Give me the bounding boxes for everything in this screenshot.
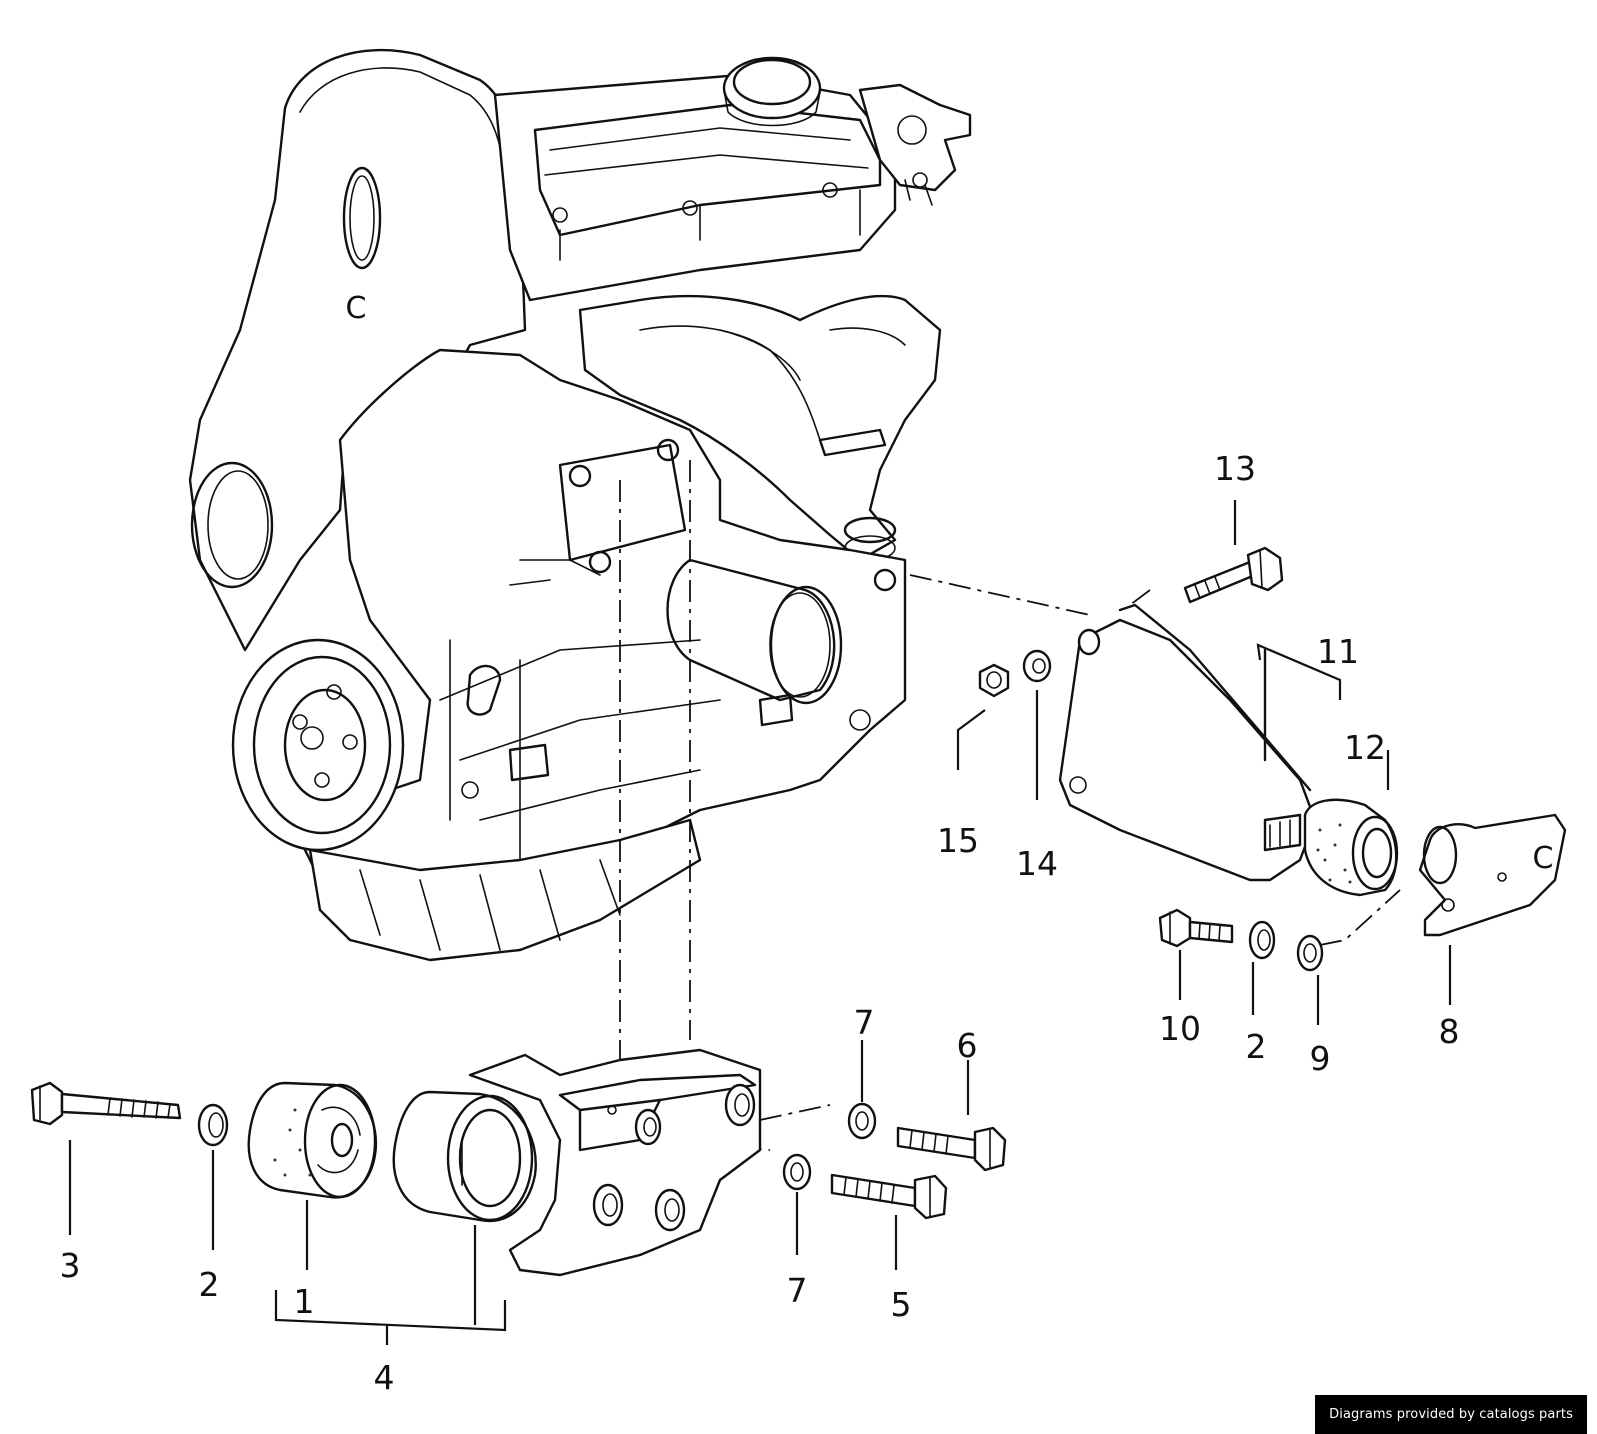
part-label-2-right: 2 — [1246, 1027, 1267, 1066]
bracket-mark-c: C — [1533, 841, 1554, 876]
credit-badge: Diagrams provided by catalogs parts — [1315, 1395, 1587, 1434]
bolt-part-10 — [1158, 908, 1234, 948]
cover-mark-c: C — [346, 291, 367, 326]
part-number-labels: 3 2 1 4 7 7 5 6 13 15 14 11 12 10 2 9 8 — [60, 449, 1460, 1397]
front-mount-assembly — [30, 1048, 1007, 1277]
part-label-1: 1 — [294, 1282, 315, 1321]
exhaust-manifold — [578, 294, 942, 562]
part-label-15: 15 — [937, 821, 979, 860]
rear-mount-bracket — [1058, 603, 1317, 882]
engine-block: C — [188, 48, 972, 962]
mount-sleeve-part-4 — [392, 1090, 537, 1223]
part-label-3: 3 — [60, 1246, 81, 1285]
washer-part-9 — [1296, 934, 1324, 972]
washer-part-2-left — [197, 1103, 229, 1147]
rear-mount-assembly: C — [978, 546, 1567, 972]
part-label-7-upper: 7 — [854, 1003, 875, 1042]
rubber-bushing-part-1 — [247, 1081, 378, 1199]
crankshaft-pulley — [231, 638, 405, 852]
body-bracket-part-8: C — [1418, 813, 1567, 937]
washer-part-2-right — [1248, 920, 1276, 960]
bolt-part-5 — [830, 1173, 948, 1220]
bolt-part-13 — [1183, 546, 1284, 604]
cover-oval-window — [342, 166, 382, 270]
part-label-5: 5 — [891, 1285, 912, 1324]
part-label-4: 4 — [374, 1358, 395, 1397]
part-label-13: 13 — [1214, 449, 1256, 488]
leader-lines — [68, 500, 1452, 1345]
lock-washer-part-14 — [1022, 649, 1052, 683]
bolt-part-3 — [30, 1081, 182, 1126]
oil-filler-cap — [722, 56, 822, 120]
part-label-11: 11 — [1317, 632, 1359, 671]
part-label-12: 12 — [1344, 728, 1386, 767]
washer-part-7-upper — [847, 1102, 877, 1140]
washer-part-7-lower — [782, 1153, 812, 1191]
oil-pan — [308, 818, 702, 962]
nut-part-15 — [978, 663, 1010, 698]
part-label-9: 9 — [1310, 1039, 1331, 1078]
part-label-2-left: 2 — [199, 1265, 220, 1304]
bolt-part-6 — [896, 1126, 1007, 1172]
part-label-7-lower: 7 — [787, 1271, 808, 1310]
front-mount-bracket — [468, 1048, 762, 1277]
part-label-10: 10 — [1159, 1009, 1201, 1048]
part-label-6: 6 — [957, 1026, 978, 1065]
rubber-mount-part-12 — [1303, 798, 1399, 897]
part-label-14: 14 — [1016, 844, 1058, 883]
part-label-8: 8 — [1439, 1012, 1460, 1051]
